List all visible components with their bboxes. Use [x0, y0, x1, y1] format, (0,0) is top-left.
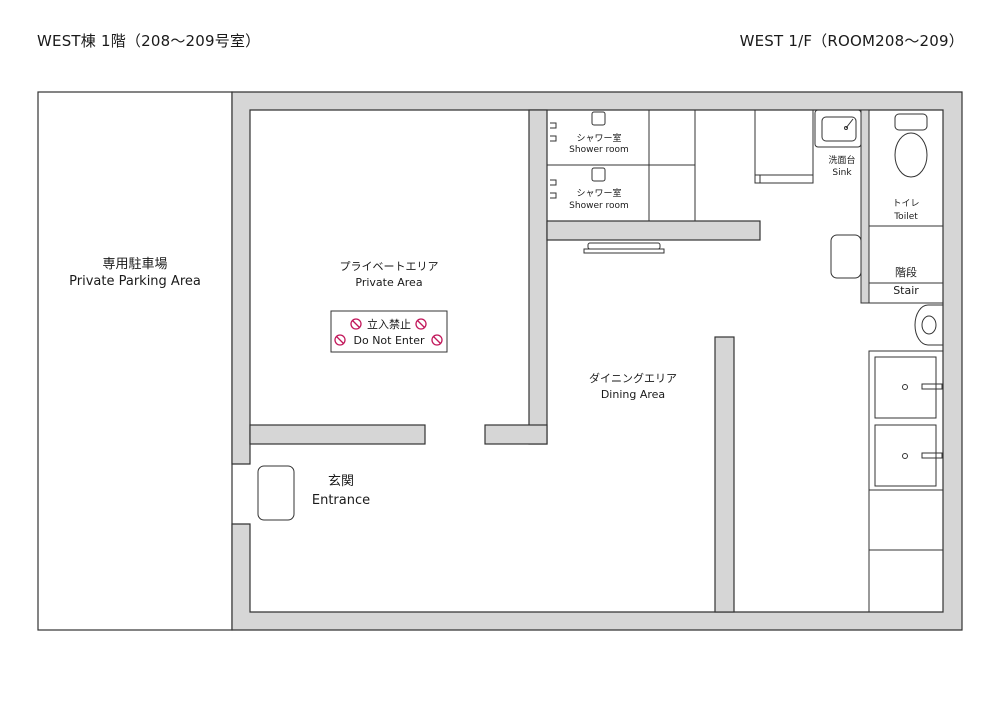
- parking-label-en: Private Parking Area: [69, 274, 201, 289]
- plan-title-japanese: WEST棟 1階（208～209号室）: [37, 32, 261, 50]
- entrance-label-ja: 玄関: [328, 474, 354, 489]
- stair-label-en: Stair: [893, 284, 919, 297]
- private-area-label-ja: プライベートエリア: [340, 260, 439, 273]
- tv-icon: [583, 242, 665, 254]
- parking-area: [37, 91, 233, 631]
- wet-area-wall: [860, 109, 870, 304]
- toilet-label-ja: トイレ: [892, 199, 919, 209]
- plan-title-english: WEST 1/F（ROOM208～209）: [739, 32, 964, 50]
- no-entry-icon: [334, 318, 443, 346]
- no-entry-sign: [330, 310, 448, 353]
- dining-label-en: Dining Area: [601, 388, 665, 401]
- no-entry-label-en: Do Not Enter: [354, 334, 425, 347]
- shower-1-label-en: Shower room: [569, 145, 629, 155]
- dining-partition-wall: [714, 336, 735, 613]
- shower-2-label-en: Shower room: [569, 201, 629, 211]
- sink-label-en: Sink: [832, 168, 852, 178]
- private-area-label-en: Private Area: [355, 276, 422, 289]
- private-area-south-wall-east: [484, 424, 548, 445]
- stair-label-ja: 階段: [895, 265, 917, 279]
- shower-icon: [550, 111, 606, 199]
- private-area-east-wall: [528, 109, 548, 445]
- shower-2-label-ja: シャワー室: [576, 187, 621, 199]
- wash-basin-icon: [914, 304, 943, 346]
- shower-block-wall: [546, 220, 761, 241]
- shoe-cabinet-icon: [257, 465, 295, 521]
- sink-icon: [814, 109, 862, 148]
- private-area-south-wall-west: [249, 424, 426, 445]
- dining-label-ja: ダイニングエリア: [589, 371, 677, 385]
- outer-wall: [231, 91, 963, 631]
- parking-label-ja: 専用駐車場: [102, 257, 167, 272]
- sink-label-ja: 洗面台: [828, 154, 855, 166]
- shower-1-label-ja: シャワー室: [576, 132, 621, 144]
- laundry-basket-icon: [830, 234, 862, 279]
- entrance-label-en: Entrance: [312, 493, 370, 508]
- no-entry-label-ja: 立入禁止: [367, 317, 411, 331]
- toilet-label-en: Toilet: [893, 212, 918, 222]
